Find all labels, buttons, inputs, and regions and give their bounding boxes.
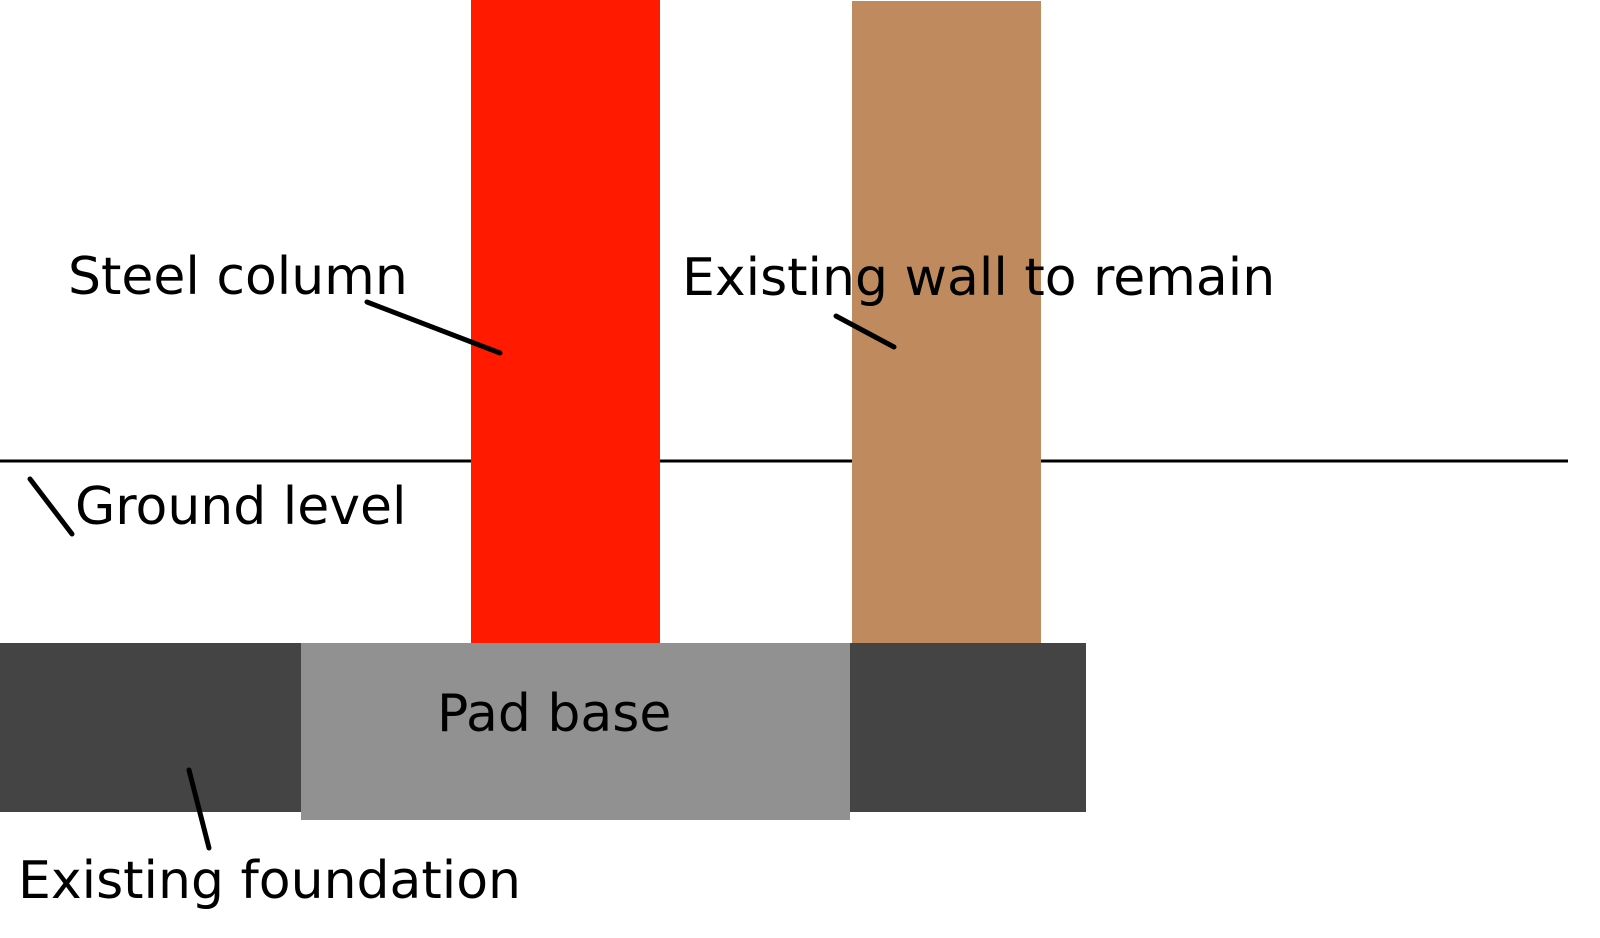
existing-wall-label: Existing wall to remain xyxy=(682,248,1275,308)
ground-level-label: Ground level xyxy=(75,477,406,537)
pad-base xyxy=(301,643,850,820)
existing-wall-leader xyxy=(833,313,897,350)
ground-level-leader xyxy=(27,476,75,537)
steel-column xyxy=(471,0,660,646)
steel-column-label: Steel column xyxy=(68,247,408,307)
existing-foundation-left xyxy=(0,643,302,812)
existing-foundation-label: Existing foundation xyxy=(18,851,521,911)
steel-column-leader xyxy=(364,299,503,356)
pad-base-label: Pad base xyxy=(437,684,671,744)
existing-wall xyxy=(852,1,1041,644)
existing-foundation-right xyxy=(850,643,1086,812)
existing-foundation-leader xyxy=(186,767,212,851)
